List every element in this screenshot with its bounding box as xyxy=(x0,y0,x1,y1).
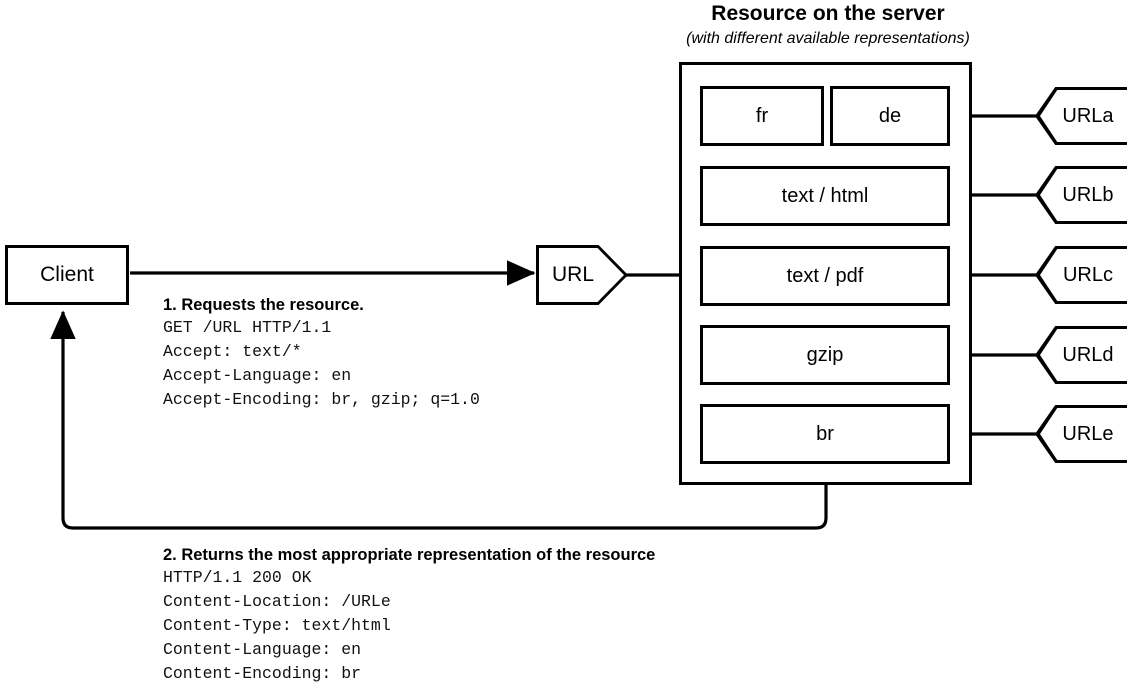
url-label: URLa xyxy=(1062,104,1114,127)
page-subtitle: (with different available representation… xyxy=(686,30,970,47)
representation-label: text / html xyxy=(781,185,869,207)
representation-label: gzip xyxy=(806,344,844,366)
url-shape-urla[interactable]: URLa xyxy=(1035,87,1127,145)
response-headers: HTTP/1.1 200 OK Content-Location: /URLe … xyxy=(163,568,391,683)
request-headers: GET /URL HTTP/1.1 Accept: text/* Accept-… xyxy=(163,318,480,409)
representation-box-gzip[interactable]: gzip xyxy=(700,325,950,385)
url-label: URLd xyxy=(1062,343,1114,366)
representation-box-text-pdf[interactable]: text / pdf xyxy=(700,246,950,306)
representation-box-text-html[interactable]: text / html xyxy=(700,166,950,226)
response-step-title: 2. Returns the most appropriate represen… xyxy=(163,546,656,564)
representation-label: de xyxy=(878,105,902,127)
url-label: URLc xyxy=(1062,263,1113,286)
url-label: URLe xyxy=(1062,422,1114,445)
representation-box-fr[interactable]: fr xyxy=(700,86,824,146)
client-box[interactable]: Client xyxy=(5,245,129,305)
representation-box-de[interactable]: de xyxy=(830,86,950,146)
url-shape-urlb[interactable]: URLb xyxy=(1035,166,1127,224)
representation-label: text / pdf xyxy=(786,265,864,287)
representation-label: br xyxy=(816,423,834,445)
request-step-title: 1. Requests the resource. xyxy=(163,296,364,314)
client-label: Client xyxy=(40,263,94,286)
url-shape-urlc[interactable]: URLc xyxy=(1035,246,1127,304)
url-shape-urle[interactable]: URLe xyxy=(1035,405,1127,463)
representation-box-br[interactable]: br xyxy=(700,404,950,464)
url-shape-urld[interactable]: URLd xyxy=(1035,326,1127,384)
representation-label: fr xyxy=(755,105,769,127)
page-title: Resource on the server xyxy=(711,2,945,25)
url-request-shape[interactable]: URL xyxy=(536,245,628,305)
url-request-label: URL xyxy=(551,263,594,286)
url-label: URLb xyxy=(1062,183,1114,206)
